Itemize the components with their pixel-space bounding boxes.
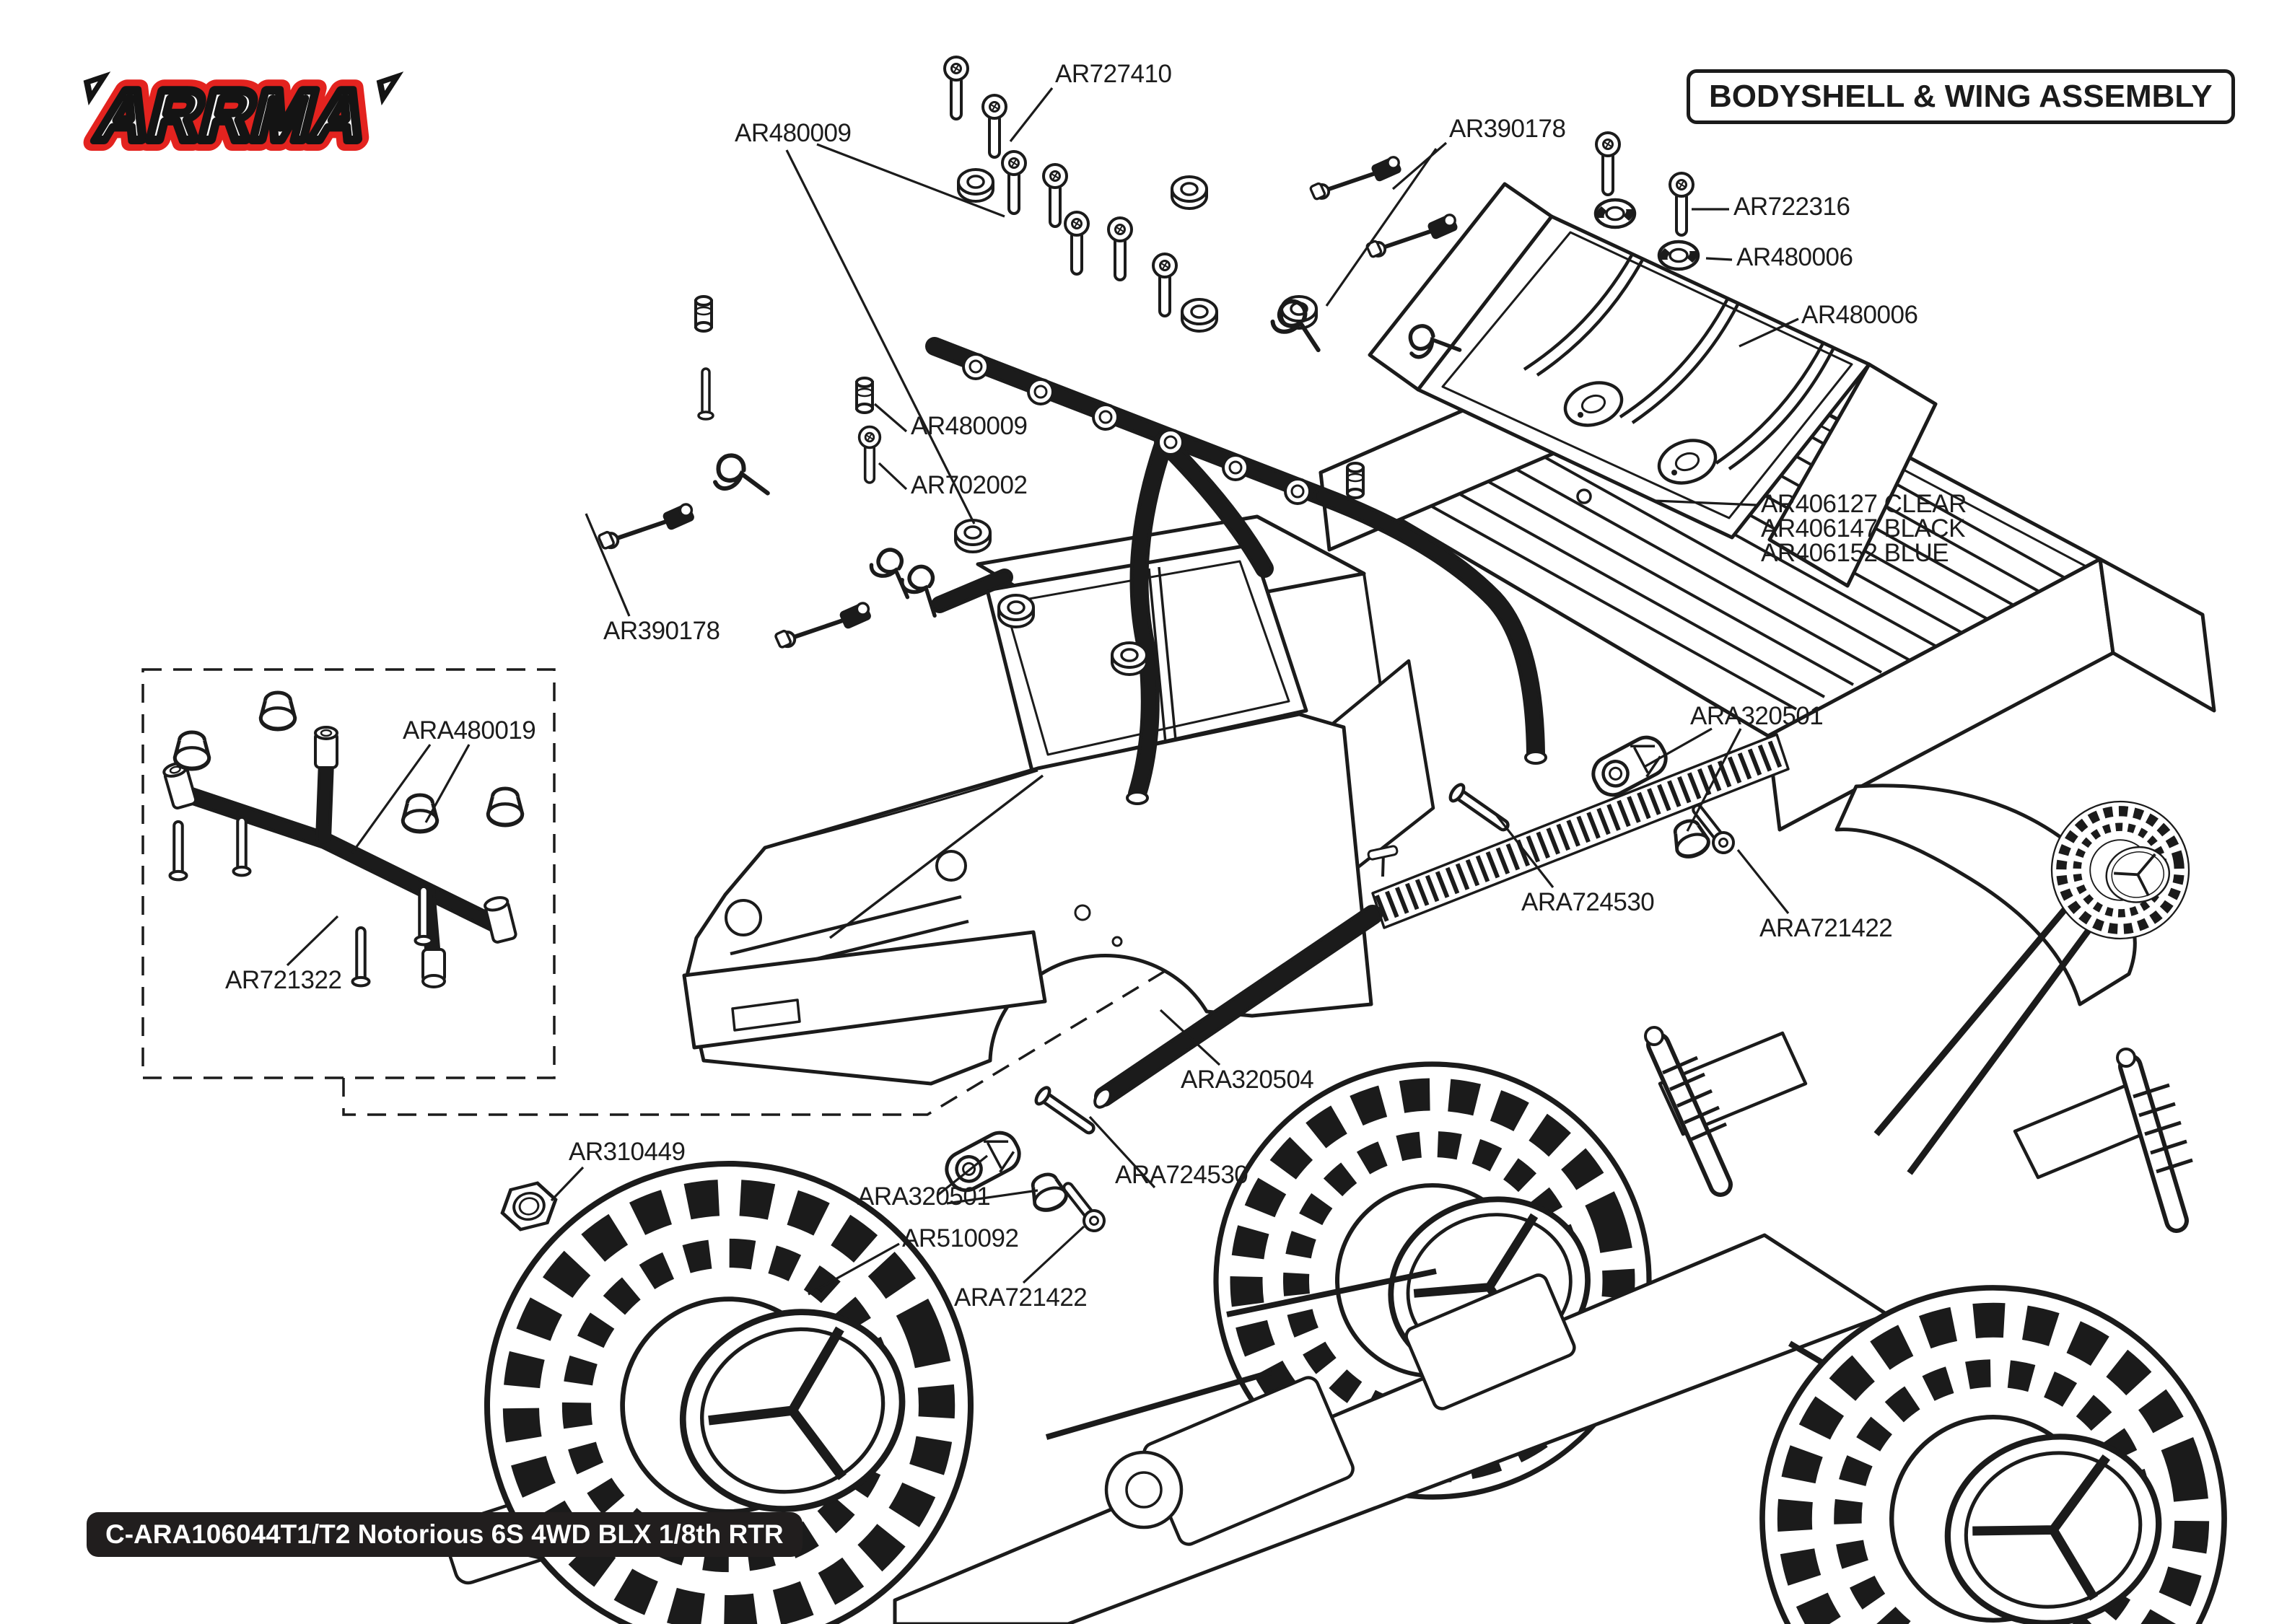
- leader-line: [585, 513, 631, 617]
- leader-line: [878, 462, 908, 491]
- page-title: BODYSHELL & WING ASSEMBLY: [1687, 69, 2235, 124]
- body-brace-ara480019: [162, 726, 517, 988]
- leader-line: [1159, 1009, 1221, 1066]
- logo-text-red-outline: ARRMA: [89, 74, 376, 155]
- leader-line: [1645, 727, 1713, 768]
- leader-line: [1391, 141, 1448, 190]
- loose-hardware: [595, 156, 1460, 676]
- leader-line: [1088, 1115, 1156, 1189]
- brace-pins-ar721322: [170, 817, 432, 986]
- leader-line: [1022, 1225, 1085, 1284]
- leader-line: [1494, 813, 1554, 888]
- shock-absorbers: [1644, 1026, 2193, 1233]
- kit-id-badge: C-ARA106044T1/T2 Notorious 6S 4WD BLX 1/…: [87, 1512, 803, 1557]
- side-mount-hardware-right: [1448, 732, 1735, 861]
- wing-drawing-ar480006: [1368, 182, 1938, 588]
- arrma-logo: ARRMA ARRMA: [78, 63, 404, 167]
- leader-line: [816, 143, 1005, 218]
- leader-line: [785, 149, 976, 524]
- leader-line: [946, 1189, 1038, 1205]
- leader-line: [873, 403, 908, 433]
- wheel-nut-ar310449: [500, 1181, 558, 1232]
- roll-bar-ar480009: [925, 337, 1547, 805]
- leader-line: [1325, 148, 1438, 307]
- leader-line: [286, 915, 339, 967]
- leader-line: [808, 1242, 900, 1296]
- leader-lines: [286, 87, 1799, 1296]
- front-left-wheel-ar510092: [419, 1096, 1039, 1624]
- side-mount-hardware-left: [940, 905, 1383, 1232]
- wheelie-bar: [1873, 791, 2200, 1175]
- leader-line: [1705, 257, 1733, 261]
- leader-line: [1736, 849, 1790, 914]
- leader-line: [1653, 499, 1757, 506]
- leader-line: [1009, 87, 1054, 142]
- leader-line: [351, 744, 432, 853]
- logo-text: ARRMA: [89, 74, 376, 155]
- leader-line: [937, 1154, 988, 1196]
- logo-tick-right: [376, 71, 404, 106]
- leader-line: [424, 744, 471, 823]
- bodyshell-drawing: [682, 322, 2216, 1086]
- leader-line: [1686, 728, 1742, 832]
- leader-line: [550, 1166, 585, 1202]
- dashed-option-box: [141, 668, 1271, 1116]
- logo-tick-left: [83, 71, 111, 106]
- leader-line: [1739, 317, 1799, 348]
